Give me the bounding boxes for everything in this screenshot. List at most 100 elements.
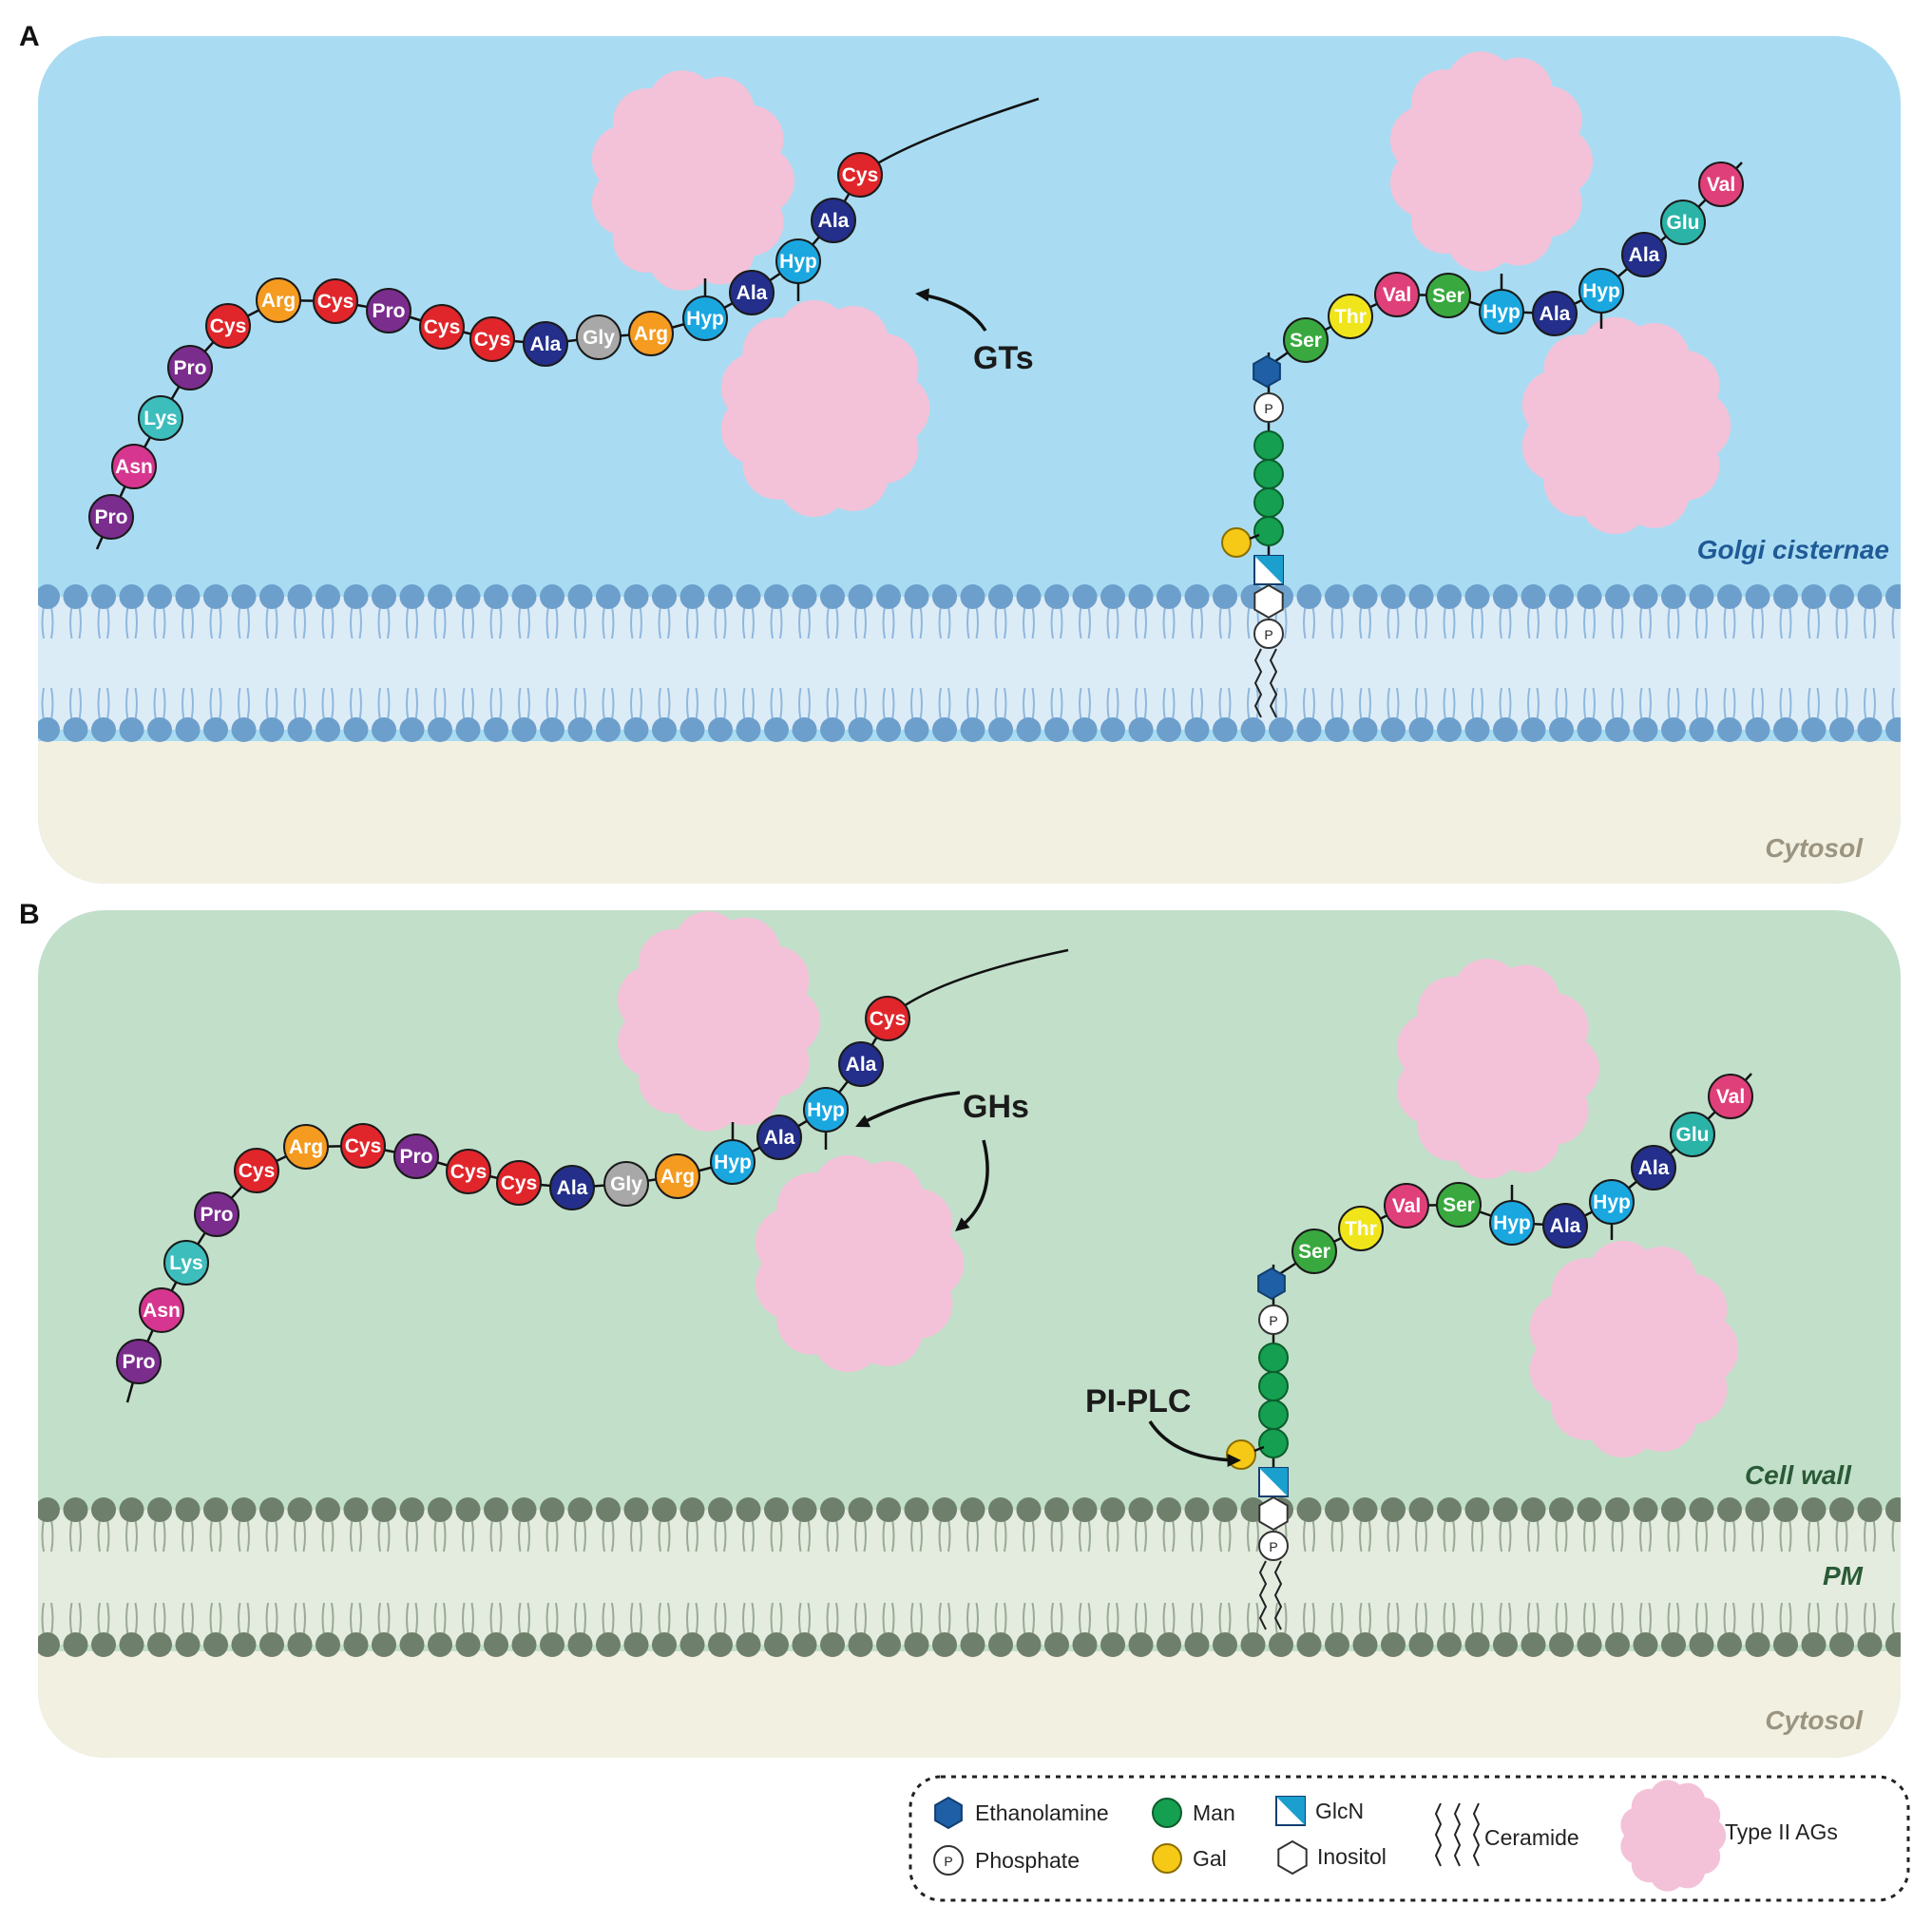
residue-thr: Thr	[1338, 1206, 1384, 1251]
lipid-head	[455, 717, 481, 742]
lipid-tail	[798, 1518, 811, 1553]
lipid-head	[372, 584, 396, 609]
lipid-head	[848, 584, 873, 609]
lipid-head	[511, 584, 537, 609]
lipid-head	[1100, 1497, 1125, 1522]
residue-lys: Lys	[138, 395, 183, 441]
lipid-tail	[209, 1518, 222, 1553]
lipid-tail	[1023, 1602, 1035, 1636]
lipid-tail	[1471, 687, 1483, 721]
lipid-head	[484, 1497, 508, 1522]
lipid-head	[1325, 1632, 1349, 1657]
lipid-tail	[1891, 687, 1901, 721]
golgi-membrane	[38, 584, 1901, 742]
lipid-head	[708, 1497, 733, 1522]
type-ii-ag	[591, 70, 794, 291]
lipid-tail	[602, 605, 615, 639]
lipid-tail	[153, 1602, 166, 1636]
lipid-tail	[854, 1518, 867, 1553]
lipid-head	[372, 717, 396, 742]
lipid-head	[1829, 717, 1854, 742]
lipid-head	[596, 584, 621, 609]
lipid-head	[904, 1497, 929, 1522]
lipid-head	[1072, 1497, 1098, 1522]
lipid-head	[399, 717, 425, 742]
lipid-head	[63, 1497, 88, 1522]
svg-text:Pro: Pro	[372, 300, 405, 322]
lipid-tail	[1387, 1518, 1400, 1553]
lipid-head	[1829, 1497, 1854, 1522]
lipid-tail	[630, 1518, 642, 1553]
lipid-tail	[1050, 1602, 1063, 1636]
lipid-tail	[574, 1518, 586, 1553]
lipid-head	[1493, 1497, 1518, 1522]
lipid-tail	[798, 1602, 811, 1636]
svg-text:Cys: Cys	[450, 1161, 488, 1183]
plasma-membrane	[38, 1497, 1901, 1657]
mannose	[1258, 1400, 1289, 1430]
lipid-tail	[714, 1602, 727, 1636]
lipid-head	[1437, 717, 1462, 742]
svg-text:Arg: Arg	[289, 1136, 323, 1158]
svg-text:Cys: Cys	[239, 1160, 276, 1182]
lipid-tail	[994, 1602, 1007, 1636]
lipid-tail	[1667, 1602, 1680, 1636]
lipid-head	[876, 717, 901, 742]
lipid-tail	[462, 605, 474, 639]
ethanolamine	[1253, 354, 1281, 389]
lipid-tail	[714, 1518, 727, 1553]
lipid-tail	[350, 1518, 362, 1553]
svg-text:Gly: Gly	[583, 327, 615, 349]
lipid-tail	[433, 605, 447, 639]
lipid-head	[736, 1632, 761, 1657]
lipid-tail	[686, 1602, 698, 1636]
lipid-tail	[1106, 605, 1119, 639]
lipid-tail	[1191, 1518, 1203, 1553]
lipid-tail	[714, 605, 727, 639]
lipid-tail	[630, 1602, 642, 1636]
lipid-tail	[1274, 687, 1288, 721]
gal-symbol	[1152, 1843, 1182, 1874]
lipid-head	[1521, 584, 1546, 609]
residue-thr: Thr	[1328, 294, 1373, 339]
lipid-tail	[238, 687, 250, 721]
lipid-head	[792, 1497, 817, 1522]
lipid-tail	[770, 605, 783, 639]
lipid-head	[1745, 1497, 1770, 1522]
lipid-tail	[238, 1602, 250, 1636]
svg-text:Pro: Pro	[122, 1351, 155, 1373]
lipid-head	[1689, 584, 1714, 609]
inositol	[1258, 1495, 1289, 1532]
legend-symbols: P	[933, 1780, 1727, 1892]
lipid-head	[1661, 717, 1686, 742]
lipid-head	[1773, 1497, 1798, 1522]
lipid-head	[175, 717, 201, 742]
lipid-tail	[798, 605, 811, 639]
lipid-head	[679, 717, 705, 742]
phosphate-symbol	[933, 1845, 964, 1876]
lipid-head	[1717, 1497, 1742, 1522]
lipid-tail	[321, 1602, 335, 1636]
lipid-head	[792, 584, 817, 609]
lipid-head	[623, 1632, 649, 1657]
lipid-head	[679, 1497, 705, 1522]
lipid-tail	[1218, 1518, 1232, 1553]
lipid-head	[540, 1497, 564, 1522]
legend: P Ethanolamine Phosphate Man Gal GlcN In…	[909, 1775, 1910, 1902]
residue-gly: Gly	[576, 314, 622, 360]
panel-b-cytosol	[38, 1651, 1901, 1758]
ceramide-symbol	[1472, 1802, 1481, 1867]
arrow	[955, 1139, 989, 1231]
lipid-tail	[294, 1602, 306, 1636]
lipid-head	[1408, 1497, 1434, 1522]
residue-cys: Cys	[469, 316, 515, 362]
lipid-tail	[1023, 1518, 1035, 1553]
lipid-head	[511, 717, 537, 742]
svg-text:Hyp: Hyp	[779, 251, 817, 273]
ethanolamine-symbol	[934, 1796, 963, 1830]
svg-text:Hyp: Hyp	[1593, 1191, 1631, 1213]
lipid-head	[623, 1497, 649, 1522]
type-ii-ag	[1389, 51, 1593, 272]
lipid-tail	[41, 1602, 54, 1636]
lipid-head	[1829, 1632, 1854, 1657]
